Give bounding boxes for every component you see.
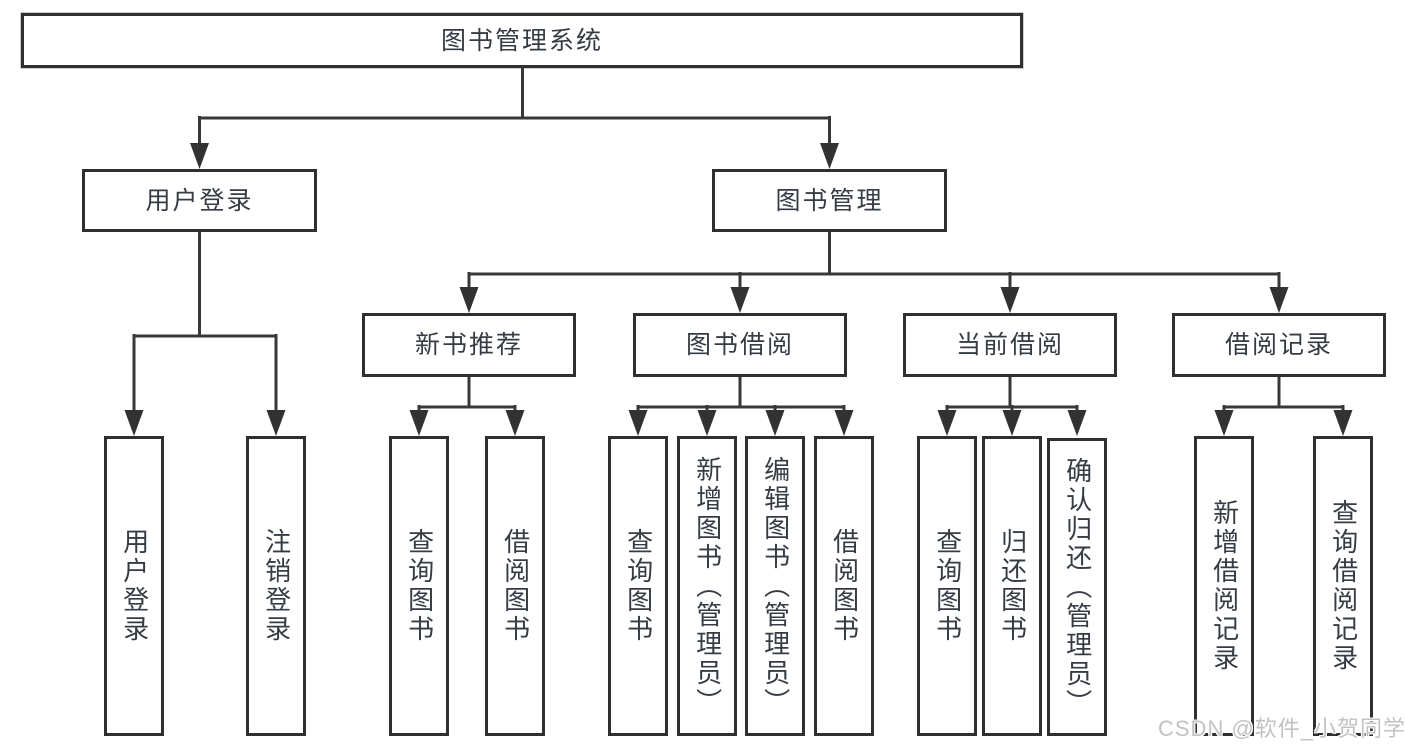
node-current-borrowing-label: 当前借阅 [955,331,1064,359]
node-br-add-record: 新增借阅记录 [1194,436,1254,736]
node-cb-return-books: 归还图书 [982,436,1042,736]
node-bb-borrow-books-label: 借阅图书 [829,528,860,644]
node-bb-query-books: 查询图书 [608,436,668,736]
node-rec-borrow-books: 借阅图书 [485,436,545,736]
node-cb-query-books: 查询图书 [917,436,977,736]
node-new-book-recommendation: 新书推荐 [362,313,576,377]
edge-new-book-rec-to-children [409,377,525,436]
node-bb-borrow-books: 借阅图书 [814,436,874,736]
csdn-watermark: CSDN @软件_小贺同学 [1158,716,1405,741]
node-new-book-recommendation-label: 新书推荐 [414,331,523,359]
node-br-query-record-label: 查询借阅记录 [1328,499,1359,673]
edge-root-to-level2 [190,68,839,169]
node-cb-confirm-return-label: 确认归还（管理员） [1062,456,1093,718]
node-cb-query-books-label: 查询图书 [932,528,963,644]
node-book-management-label: 图书管理 [775,186,884,215]
node-cb-confirm-return: 确认归还（管理员） [1047,438,1107,736]
node-br-add-record-label: 新增借阅记录 [1209,499,1240,673]
edge-borrow-records-to-children [1214,377,1353,436]
node-root: 图书管理系统 [21,13,1023,68]
node-book-management: 图书管理 [712,169,947,232]
edge-current-borrow-to-children [937,377,1087,436]
node-user-login-module-label: 用户登录 [145,186,254,215]
node-bb-add-books-label: 新增图书（管理员） [692,455,723,717]
edge-book-mgmt-to-level3 [459,232,1289,313]
node-book-borrowing: 图书借阅 [633,313,847,377]
node-bb-add-books: 新增图书（管理员） [677,436,737,736]
node-rec-query-books: 查询图书 [389,436,449,736]
node-rec-borrow-books-label: 借阅图书 [500,528,531,644]
edge-user-login-to-children [124,232,286,436]
node-user-login: 用户登录 [104,436,164,736]
node-user-login-label: 用户登录 [119,528,150,644]
node-bb-edit-books: 编辑图书（管理员） [745,436,805,736]
edge-book-borrow-to-children [628,377,854,436]
node-user-login-module: 用户登录 [82,169,317,232]
node-rec-query-books-label: 查询图书 [404,528,435,644]
node-cb-return-books-label: 归还图书 [997,528,1028,644]
node-logout: 注销登录 [246,436,306,736]
node-bb-edit-books-label: 编辑图书（管理员） [760,455,791,717]
node-book-borrowing-label: 图书借阅 [685,331,794,359]
node-borrowing-records-label: 借阅记录 [1224,331,1333,359]
node-br-query-record: 查询借阅记录 [1313,436,1373,736]
node-logout-label: 注销登录 [261,528,292,644]
node-root-label: 图书管理系统 [440,26,603,55]
node-current-borrowing: 当前借阅 [903,313,1117,377]
node-borrowing-records: 借阅记录 [1172,313,1386,377]
node-bb-query-books-label: 查询图书 [623,528,654,644]
